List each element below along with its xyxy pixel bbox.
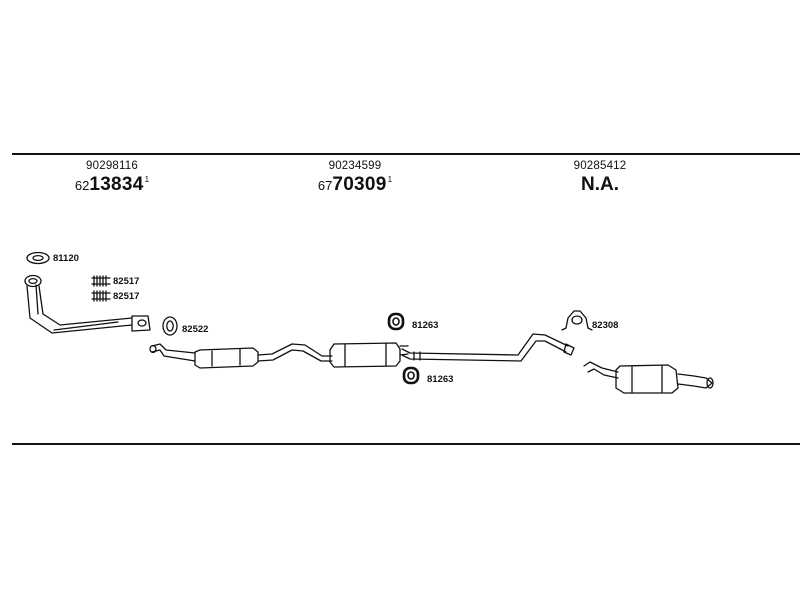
middle-silencer-icon <box>329 342 409 368</box>
column-header-2: 90234599 67703091 <box>255 160 455 196</box>
rubber-hanger-icon-1 <box>387 312 405 331</box>
bolt-icon-1 <box>91 275 111 287</box>
rear-silencer-icon <box>583 361 714 394</box>
part-label-bolt-1: 82517 <box>113 276 140 287</box>
intermediate-pipe-icon <box>401 333 575 362</box>
part-number-2: 67703091 <box>317 174 393 195</box>
not-available-label: N.A. <box>581 174 619 195</box>
column-header-3: 90285412 N.A. <box>500 160 700 196</box>
part-label-front-gasket: 81120 <box>53 253 79 264</box>
bolt-icon-2 <box>91 290 111 302</box>
front-downpipe-icon <box>24 274 151 334</box>
top-divider <box>12 153 800 155</box>
oem-ref-3: 90285412 <box>573 160 627 172</box>
part-number-1: 62138341 <box>74 174 150 195</box>
rubber-hanger-icon-2 <box>402 366 420 385</box>
part-label-sealing-ring: 82522 <box>182 324 209 335</box>
part-label-hanger-2: 81263 <box>427 374 454 385</box>
bottom-divider <box>12 443 800 445</box>
oem-ref-2: 90234599 <box>328 160 382 172</box>
part-label-hanger-1: 81263 <box>412 320 439 331</box>
front-gasket-icon <box>26 251 50 265</box>
column-header-1: 90298116 62138341 <box>12 160 212 196</box>
oem-ref-1: 90298116 <box>86 160 138 172</box>
part-label-bolt-2: 82517 <box>113 291 140 302</box>
part-label-clamp: 82308 <box>592 320 619 331</box>
front-pipe-with-silencer-icon <box>149 343 333 369</box>
sealing-ring-icon <box>162 316 178 336</box>
exhaust-clamp-icon <box>561 310 593 331</box>
